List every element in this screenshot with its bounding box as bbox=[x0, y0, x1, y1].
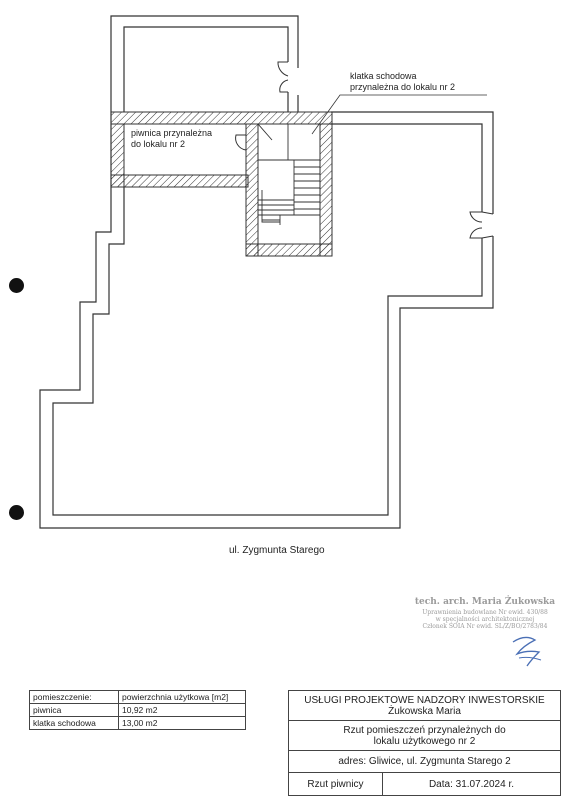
basement-outer-wall bbox=[39, 111, 494, 529]
title-block-footer: Rzut piwnicy Data: 31.07.2024 r. bbox=[289, 773, 560, 795]
upper-room-walls bbox=[110, 15, 299, 112]
area-table: pomieszczenie: powierzchnia użytkowa [m2… bbox=[29, 690, 246, 730]
title-block: USŁUGI PROJEKTOWE NADZORY INWESTORSKIE Ż… bbox=[288, 690, 561, 796]
table-cell: klatka schodowa bbox=[29, 716, 119, 730]
basement-inner-wall bbox=[52, 123, 483, 516]
signature-icon bbox=[512, 636, 542, 667]
staircase-steps bbox=[257, 123, 320, 225]
title-block-drawing: Rzut pomieszczeń przynależnych do lokalu… bbox=[289, 721, 560, 751]
cellar-label-line-2: do lokalu nr 2 bbox=[131, 139, 186, 149]
leader-lines bbox=[311, 94, 487, 135]
owner-name: Żukowska Maria bbox=[388, 706, 461, 717]
drawing-title-line-2: lokalu użytkowego nr 2 bbox=[373, 736, 476, 747]
table-header-row: pomieszczenie: powierzchnia użytkowa [m2… bbox=[29, 690, 246, 704]
cellar-label: piwnica przynależna do lokalu nr 2 bbox=[131, 128, 212, 150]
stair-label-line-1: klatka schodowa bbox=[350, 71, 417, 81]
table-header-cell: pomieszczenie: bbox=[29, 690, 119, 704]
table-row: piwnica 10,92 m2 bbox=[29, 703, 246, 717]
binder-hole-top bbox=[9, 278, 24, 293]
binder-hole-bottom bbox=[9, 505, 24, 520]
table-header-cell: powierzchnia użytkowa [m2] bbox=[118, 690, 246, 704]
street-label: ul. Zygmunta Starego bbox=[229, 545, 325, 556]
table-row: klatka schodowa 13,00 m2 bbox=[29, 716, 246, 730]
table-cell: piwnica bbox=[29, 703, 119, 717]
title-block-company: USŁUGI PROJEKTOWE NADZORY INWESTORSKIE Ż… bbox=[289, 691, 560, 721]
drawing-date: Data: 31.07.2024 r. bbox=[428, 778, 515, 790]
hatched-walls bbox=[110, 111, 333, 257]
stamp-line-2: w specjalności architektonicznej bbox=[435, 616, 535, 623]
stamp-line-1: Uprawnienia budowlane Nr ewid. 430/88 bbox=[422, 609, 548, 616]
table-cell: 13,00 m2 bbox=[118, 716, 246, 730]
stair-label-line-2: przynależna do lokalu nr 2 bbox=[350, 82, 456, 92]
address: adres: Gliwice, ul. Zygmunta Starego 2 bbox=[289, 751, 560, 773]
east-door bbox=[469, 211, 494, 239]
stair-label: klatka schodowa przynależna do lokalu nr… bbox=[350, 71, 455, 93]
sheet-name: Rzut piwnicy bbox=[289, 773, 383, 795]
upper-room-door bbox=[277, 61, 289, 93]
cellar-label-line-1: piwnica przynależna bbox=[131, 128, 213, 138]
drawing-title-line-1: Rzut pomieszczeń przynależnych do bbox=[343, 725, 506, 736]
stamp-line-3: Członek ŚOIA Nr ewid. SL/Z/BO/2783/84 bbox=[422, 623, 548, 630]
stamp-name: tech. arch. Maria Żukowska bbox=[414, 597, 556, 607]
table-cell: 10,92 m2 bbox=[118, 703, 246, 717]
company-name: USŁUGI PROJEKTOWE NADZORY INWESTORSKIE bbox=[304, 695, 545, 706]
cellar-door bbox=[235, 134, 247, 151]
architect-stamp: tech. arch. Maria Żukowska Uprawnienia b… bbox=[400, 597, 570, 630]
